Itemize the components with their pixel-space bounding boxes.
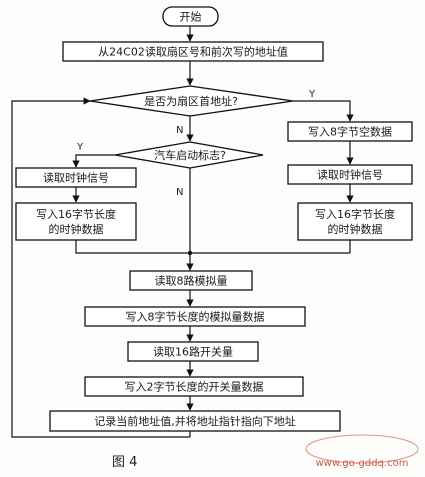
yes-flag: Y <box>308 89 316 100</box>
write-clock-right-label-2: 的时钟数据 <box>328 222 383 236</box>
yes-branch-line <box>293 100 354 122</box>
figure-caption: 图 4 <box>112 455 137 470</box>
write-clock-right-label-1: 写入16字节长度 <box>315 207 395 221</box>
write-analog-label: 写入8字节长度的模拟量数据 <box>126 310 265 324</box>
yes2-flag: Y <box>76 142 84 153</box>
write-analog-box <box>84 306 306 327</box>
read-sector-box <box>62 41 324 62</box>
read-switch-box <box>127 341 259 362</box>
left-merge-line <box>75 240 350 254</box>
start-label: 开始 <box>180 10 202 24</box>
car-start-flag-label: 汽车启动标志? <box>154 148 226 162</box>
write-switch-box <box>84 376 304 397</box>
write-clock-left-box <box>15 202 137 241</box>
read-clock-left-label: 读取时钟信号 <box>43 171 109 185</box>
watermark-text: www.go-gddq.com <box>316 458 409 469</box>
watermark-logo: www.go-gddq.com <box>305 434 419 469</box>
loop-back-line <box>11 97 190 438</box>
no2-flag: N <box>176 187 183 198</box>
write-clock-right-box <box>297 202 413 241</box>
record-addr-label: 记录当前地址值,并将地址指针指向下地址 <box>94 414 296 428</box>
read-switch-label: 读取16路开关量 <box>153 345 233 359</box>
read-analog-label: 读取8路模拟量 <box>155 274 228 288</box>
write-switch-label: 写入2字节长度的开关量数据 <box>125 380 264 394</box>
write-clock-left-label-1: 写入16字节长度 <box>36 207 116 221</box>
read-clock-right-label: 读取时钟信号 <box>317 168 383 182</box>
record-addr-box <box>49 410 341 432</box>
read-analog-box <box>129 270 253 291</box>
no-flag: N <box>176 125 183 136</box>
write-clock-left-label-2: 的时钟数据 <box>49 222 104 236</box>
is-sector-head-label: 是否为扇区首地址? <box>144 94 238 108</box>
yes2-branch-line <box>72 154 115 168</box>
read-sector-label: 从24C02读取扇区号和前次写的地址值 <box>98 45 288 59</box>
write-empty-label: 写入8字节空数据 <box>308 125 392 139</box>
